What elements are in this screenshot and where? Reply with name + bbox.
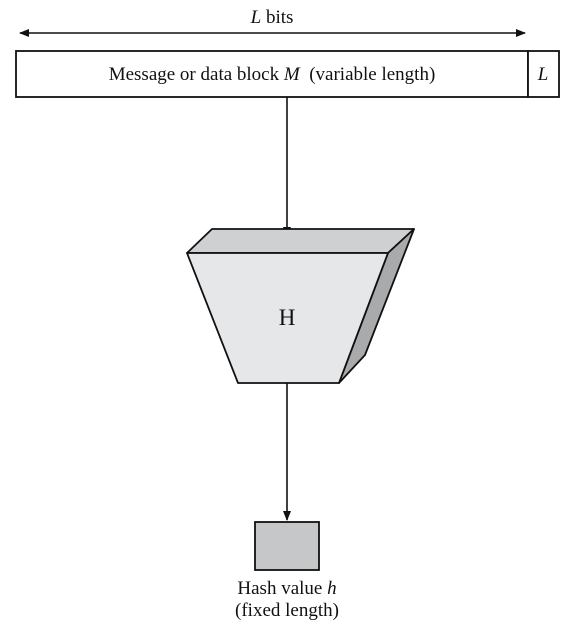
message-block-prefix: Message or data block: [109, 64, 284, 85]
bits-label-var: L: [250, 7, 262, 28]
message-block-var: M: [283, 64, 301, 85]
hash-value-box: [254, 521, 320, 571]
message-block-label: Message or data block M (variable length…: [109, 64, 436, 85]
hash-function-front-face: [186, 252, 389, 384]
bits-label-text: bits: [261, 7, 293, 28]
length-field: [527, 50, 560, 98]
bits-label: L bits: [250, 7, 294, 28]
hash-length-label: (fixed length): [235, 600, 339, 621]
message-block-suffix: (variable length): [300, 64, 436, 85]
hash-value-prefix: Hash value: [237, 578, 327, 599]
hash-value-label: Hash value h: [237, 578, 336, 599]
hash-function-block: [186, 228, 415, 384]
hash-value-var: h: [327, 578, 337, 599]
hash-function-top-face: [186, 228, 415, 254]
length-field-label: L: [537, 64, 549, 85]
hash-function-label: H: [279, 305, 296, 330]
